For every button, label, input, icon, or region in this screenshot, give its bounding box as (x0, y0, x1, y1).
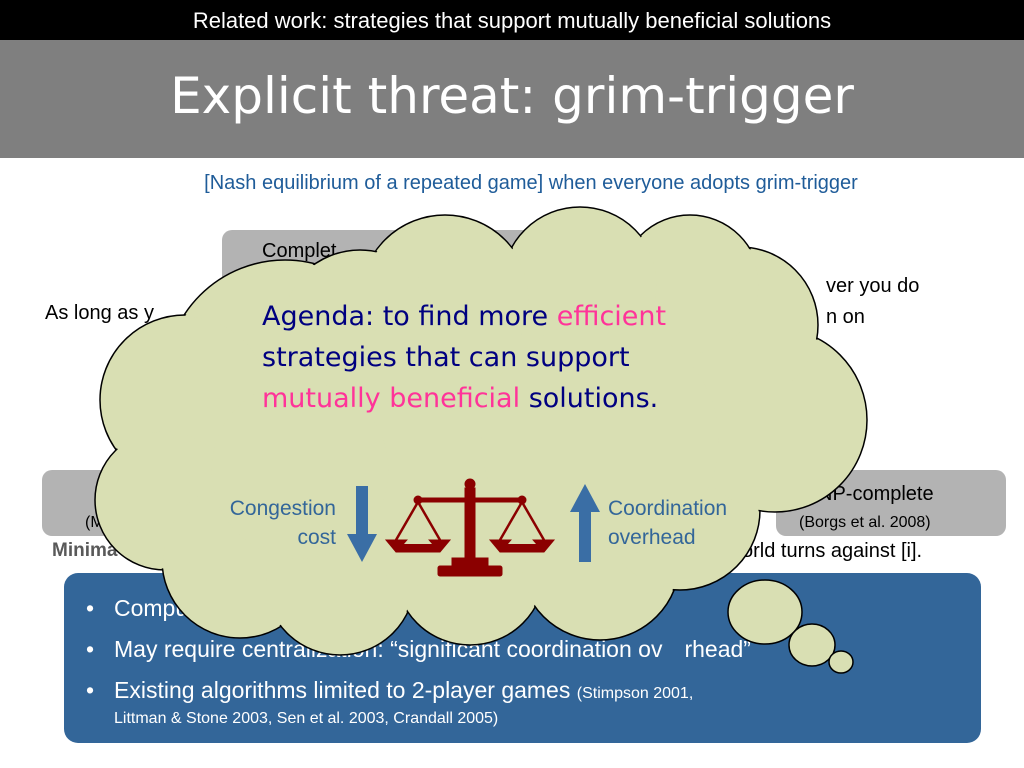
agenda-suffix: solutions. (520, 383, 659, 414)
slide-title-bar: Explicit threat: grim-trigger (0, 40, 1024, 158)
right-panel-text: NP-complete (818, 483, 934, 505)
agenda-efficient: efficient (556, 301, 667, 332)
slide-title: Explicit threat: grim-trigger (170, 67, 854, 125)
left-body-text: As long as y (45, 302, 154, 324)
right-panel-cite: (Borgs et al. 2008) (799, 514, 931, 531)
agenda-prefix: Agenda: to find more (262, 301, 557, 332)
agenda-middle: strategies that can support (262, 342, 630, 373)
right-trailing-text: orld turns against [i]. (742, 540, 923, 562)
congestion-line2: cost (297, 526, 336, 549)
right-body-text-line2: n on (826, 306, 865, 328)
thought-bubble-medium (788, 623, 836, 667)
right-body-text-line1: ver you do (826, 275, 920, 297)
top-panel-text: Complet (262, 240, 337, 262)
coordination-line1: Coordination (608, 497, 728, 520)
bullet-dot: • (86, 677, 95, 703)
subtitle: [Nash equilibrium of a repeated game] wh… (204, 172, 858, 194)
arrow-down-icon (347, 486, 377, 562)
bullet-item: • May require centralization: “significa… (82, 635, 962, 663)
thought-bubble-large (727, 579, 803, 645)
bullet-text: Existing algorithms limited to 2-player … (114, 677, 577, 703)
bullet-cite-line2: Littman & Stone 2003, Sen et al. 2003, C… (114, 710, 499, 727)
section-title: Related work: strategies that support mu… (192, 8, 832, 33)
bullet-dot: • (86, 636, 95, 662)
thought-bubble-small (828, 650, 854, 674)
minimax-text: Minima (52, 540, 118, 561)
section-title-bar: Related work: strategies that support mu… (0, 0, 1024, 40)
bullet-item: • Existing algorithms limited to 2-playe… (82, 676, 962, 730)
agenda-mutual: mutually beneficial (262, 383, 521, 414)
coordination-overhead-label: Coordination overhead (608, 494, 768, 552)
arrow-up-icon (570, 484, 600, 562)
bullet-cite: (Stimpson 2001, (576, 685, 694, 702)
congestion-line1: Congestion (229, 497, 336, 520)
bullet-tail: rhead” (684, 636, 751, 662)
agenda-text: Agenda: to find more efficient strategie… (262, 296, 782, 419)
congestion-cost-label: Congestion cost (198, 494, 336, 552)
bullet-text: May require centralization: “significant… (114, 636, 663, 662)
balance-scale-icon (384, 478, 556, 577)
coordination-line2: overhead (608, 526, 696, 549)
bullet-dot: • (86, 595, 95, 621)
